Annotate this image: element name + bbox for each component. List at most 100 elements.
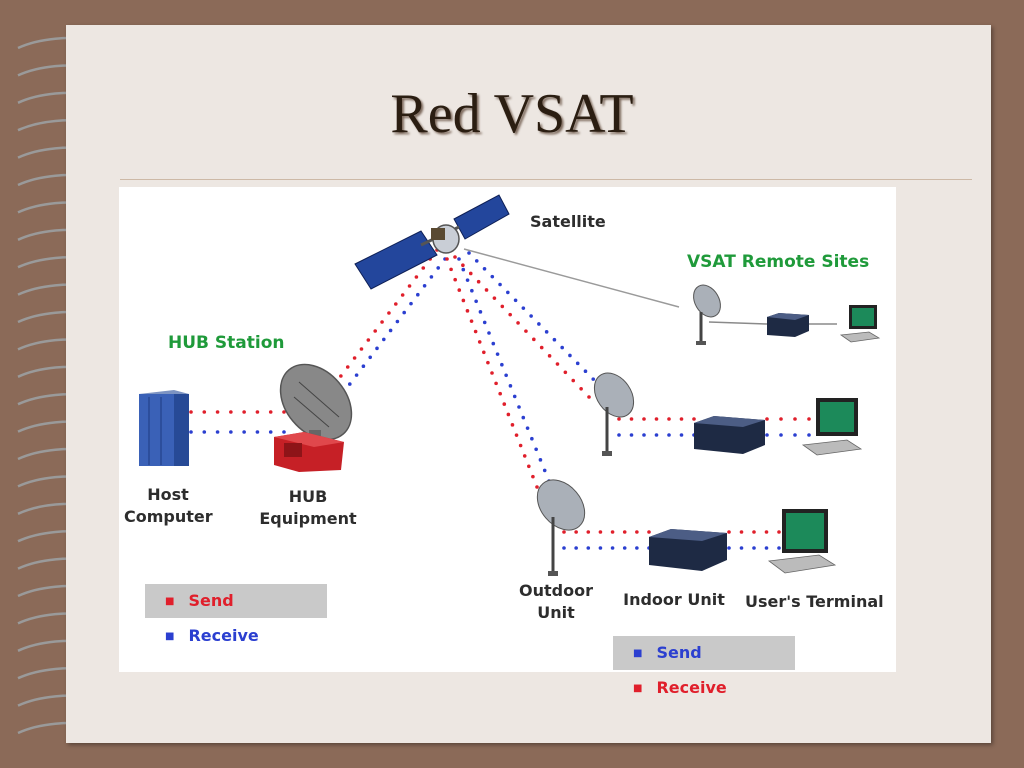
signal-dot-r2-line [617, 417, 621, 421]
signal-dot-sat-remote3 [469, 319, 474, 323]
signal-dot-sat-remote2 [461, 263, 465, 268]
remote-legend-receive: ■Receive [633, 678, 727, 697]
signal-dot-remote2-sat [529, 314, 533, 318]
signal-dot-remote2-sat [575, 361, 580, 366]
signal-dot-r3-term [764, 530, 769, 534]
signal-dot-sat-remote3 [461, 298, 466, 303]
signal-dot-host-hub [255, 410, 260, 414]
signal-dot-hub-down [422, 284, 427, 288]
signal-dot-r3-term [777, 530, 781, 534]
signal-dot-r2-line [679, 417, 684, 421]
signal-dot-r3-line [586, 530, 591, 534]
signal-dot-r2-line [667, 417, 671, 421]
signal-dot-remote2-sat [552, 337, 557, 342]
signal-dot-sat-remote3 [445, 257, 449, 261]
signal-dot-host-hub [215, 410, 220, 414]
signal-dot-sat-remote3 [457, 288, 462, 292]
signal-dot-sat-remote2 [476, 279, 481, 284]
signal-dot-r3-line [622, 546, 627, 550]
signal-dot-r3-term [727, 546, 731, 550]
remote-dish-1-icon [693, 284, 721, 345]
signal-dot-remote3-sat [470, 288, 474, 293]
signal-dot-r2-line [642, 417, 646, 421]
signal-dot-r3-term [739, 530, 744, 534]
signal-dot-hub-up [400, 293, 405, 297]
signal-dot-remote3-sat [542, 468, 547, 473]
signal-dot-r2-line [629, 433, 634, 437]
signal-dot-r2-term [765, 417, 769, 421]
signal-dot-sat-remote2 [524, 329, 528, 333]
signal-dot-r2-term [807, 433, 811, 437]
hub-equipment-icon [274, 432, 344, 472]
signal-dot-r2-term [779, 417, 783, 421]
signal-dot-host-hub [242, 410, 246, 414]
signal-dot-remote2-sat [544, 330, 549, 334]
signal-dot-sat-remote3 [518, 443, 523, 448]
signal-dot-sat-remote3 [514, 433, 519, 437]
signal-dot-remote2-sat [490, 274, 495, 279]
signal-dot-sat-remote3 [477, 340, 482, 344]
signal-dot-sat-remote2 [508, 312, 512, 317]
signal-dot-hub-down [375, 346, 379, 351]
remote-legend-send-text: Send [656, 643, 702, 662]
signal-dot-r3-line [562, 546, 566, 550]
signal-dot-host-hub [202, 410, 207, 414]
signal-dot-hub-down [436, 266, 441, 270]
signal-dot-r3-term [777, 546, 781, 550]
signal-dot-remote2-sat [583, 369, 588, 374]
signal-dot-sat-remote3 [498, 391, 502, 396]
signal-dot-remote3-sat [482, 320, 487, 325]
remote-legend-send: ■Send [633, 643, 702, 662]
hub-legend-send: ■Send [165, 591, 234, 610]
signal-dot-r2-term [765, 433, 769, 437]
satellite-icon [354, 194, 510, 290]
signal-dot-r2-term [793, 417, 797, 421]
diagram-drawing [139, 194, 881, 576]
signal-dot-r2-line [654, 433, 659, 437]
signal-dot-remote2-sat [568, 353, 572, 358]
hub-legend-receive: ■Receive [165, 626, 259, 645]
remote-indoor-unit-2-icon [694, 416, 765, 454]
signal-dot-r3-line [574, 530, 578, 534]
signal-dot-hub-up [345, 365, 350, 369]
signal-dot-sat-remote2 [579, 386, 583, 391]
indoor-unit-label: Indoor Unit [623, 590, 725, 609]
signal-dot-remote2-sat [482, 266, 487, 271]
signal-dot-hub-down [409, 301, 413, 306]
signal-dot-r2-line [629, 417, 634, 421]
signal-dot-r2-line [642, 433, 646, 437]
signal-dot-remote2-sat [506, 290, 510, 295]
signal-dot-hub-down [402, 310, 407, 315]
signal-dot-host-hub [282, 410, 286, 414]
signal-dot-hub-down [354, 373, 359, 377]
outdoor-unit-label-line-2: Unit [537, 603, 575, 622]
host-computer-icon [139, 390, 189, 466]
signal-dot-hub-up [394, 302, 398, 306]
signal-dot-remote3-sat [534, 447, 538, 452]
signal-dot-hub-down [382, 337, 386, 342]
signal-dot-sat-remote2 [563, 370, 568, 375]
remote-terminal-1-icon [839, 305, 881, 343]
signal-dot-remote2-sat [560, 345, 564, 350]
signal-dot-hub-host [215, 430, 220, 434]
signal-dot-hub-host [282, 430, 286, 434]
outdoor-unit-label-line-1: Outdoor [519, 581, 593, 600]
hub-equipment-label: HUB Equipment [259, 486, 357, 530]
signal-dot-remote3-sat [504, 373, 508, 378]
signal-dot-r3-line [622, 530, 627, 534]
signal-dot-remote3-sat [491, 341, 496, 346]
signal-dot-remote3-sat [521, 415, 526, 420]
signal-dot-remote3-sat [508, 384, 513, 388]
signal-dot-sat-remote2 [468, 271, 473, 276]
signal-dot-remote3-sat [517, 405, 521, 409]
signal-dot-hub-host [268, 430, 273, 434]
signal-dot-remote2-sat [498, 282, 502, 287]
signal-dot-remote2-sat [474, 259, 479, 263]
signal-dot-hub-down [395, 319, 400, 324]
signal-dot-sat-remote3 [486, 360, 490, 365]
signal-dot-sat-remote3 [506, 412, 511, 417]
signal-dot-sat-remote3 [482, 350, 486, 355]
signal-dot-hub-host [242, 430, 246, 434]
signal-dot-sat-remote2 [532, 337, 536, 342]
signal-dot-r2-line [679, 433, 684, 437]
